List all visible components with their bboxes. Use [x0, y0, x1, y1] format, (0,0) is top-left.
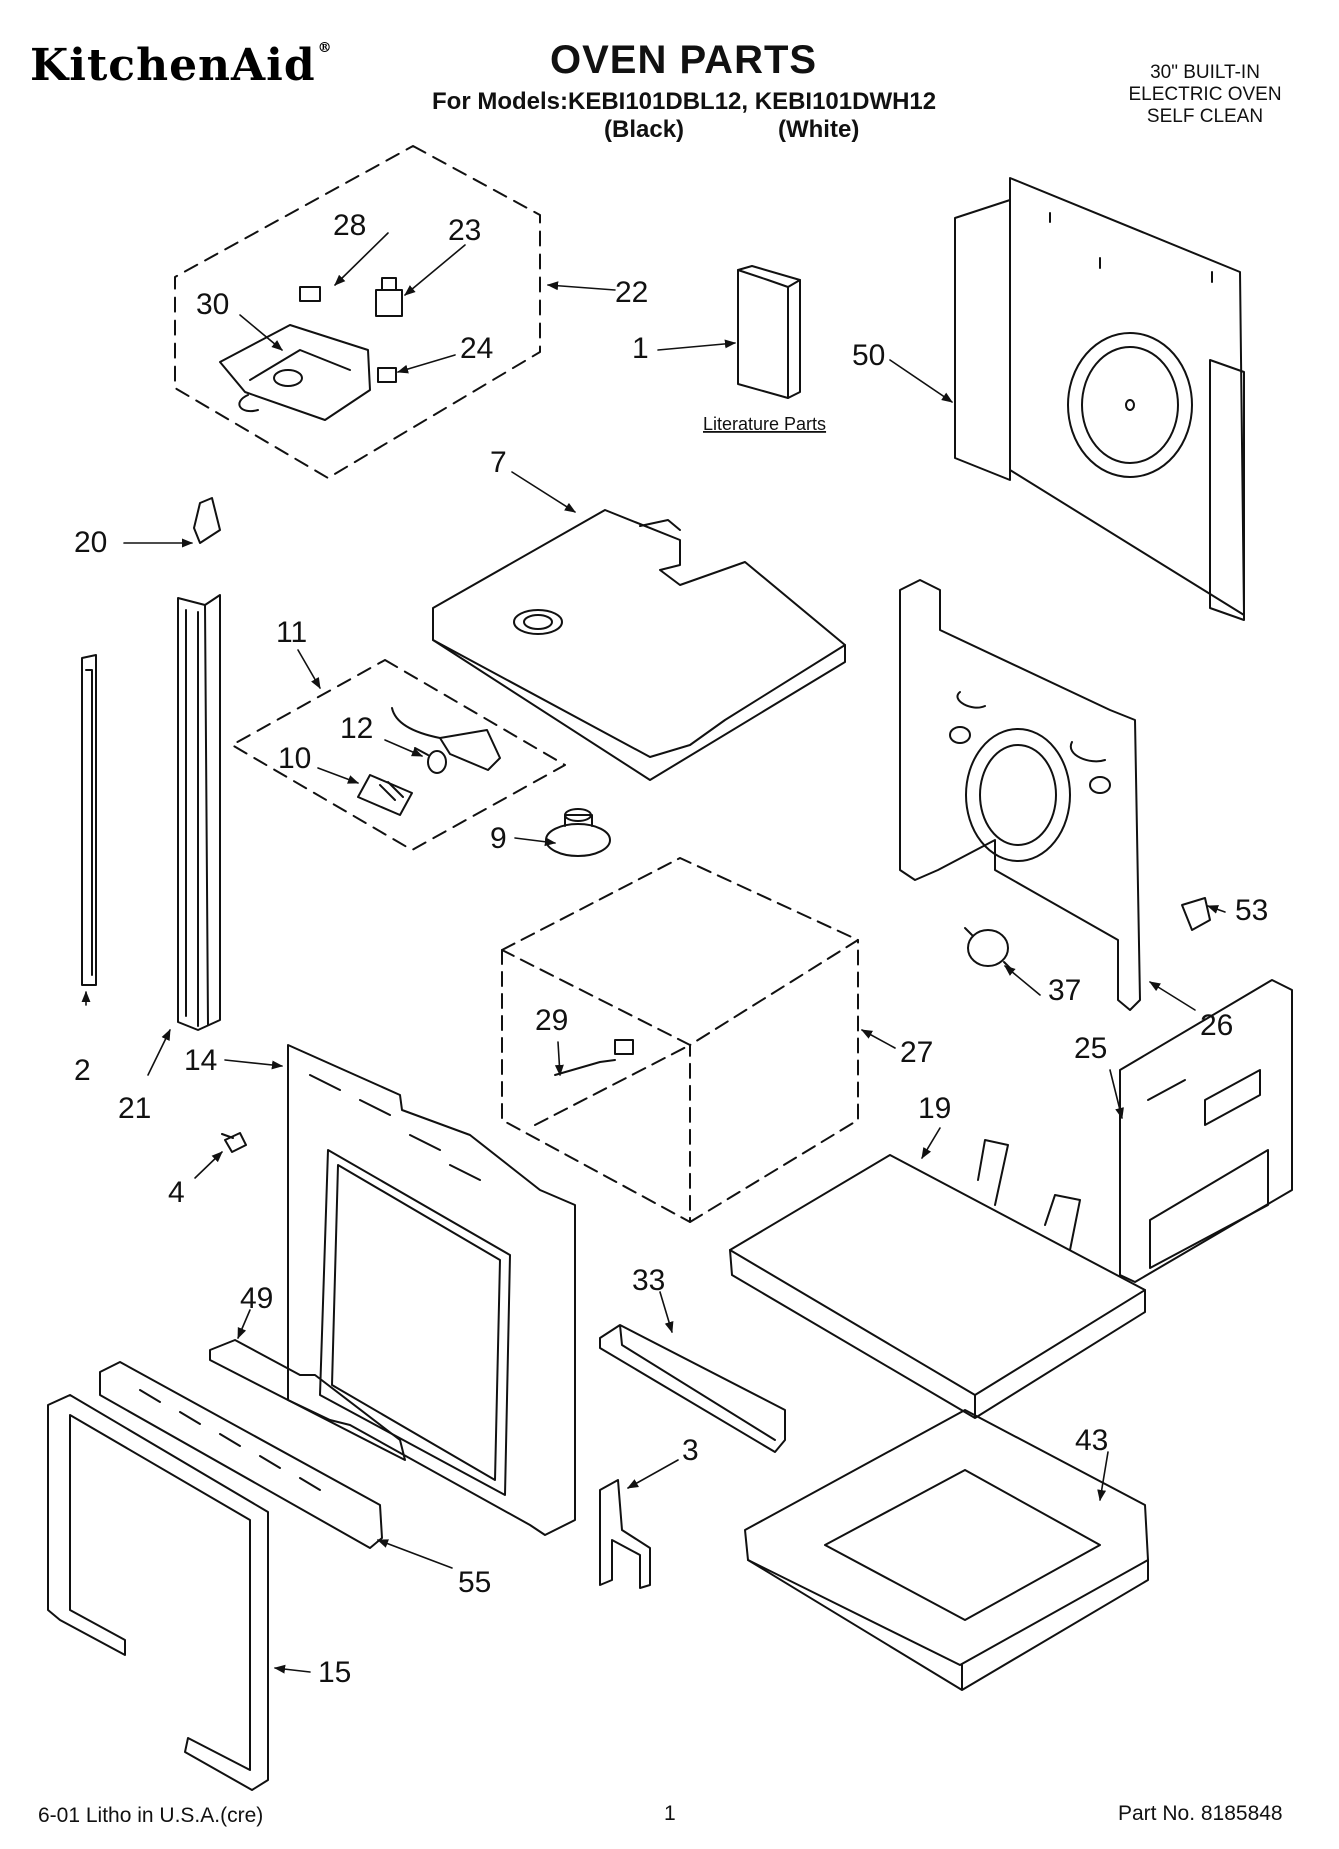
part-20-cap: [193, 497, 221, 544]
part-30-bracket: [219, 324, 371, 421]
part-3-bracket: [599, 1479, 651, 1589]
part-29-element: [554, 1039, 634, 1076]
part-21-side-rail: [177, 594, 221, 1031]
footer-page-number: 1: [664, 1802, 676, 1825]
color-black-label: (Black): [604, 116, 685, 143]
part-2-trim: [81, 654, 97, 986]
part-37-thermostat: [964, 927, 1013, 971]
callout-22: 22: [615, 276, 648, 309]
part-23-thermostat: [375, 277, 403, 317]
part-12-bulb: [414, 747, 447, 774]
callout-4: 4: [168, 1176, 185, 1209]
callout-21: 21: [118, 1092, 151, 1125]
light-housing: [439, 729, 501, 771]
part-25-side-panel: [1119, 979, 1293, 1283]
callout-55: 55: [458, 1566, 491, 1599]
callout-12: 12: [340, 712, 373, 745]
callout-2: 2: [74, 1054, 91, 1087]
oven-spec: 30" BUILT-IN ELECTRIC OVEN SELF CLEAN: [1100, 62, 1310, 128]
callout-9: 9: [490, 822, 507, 855]
part-33-rail: [599, 1324, 786, 1453]
part-14-front-frame: [287, 1044, 576, 1536]
part-53-clip: [1181, 897, 1211, 931]
part-19-bottom-shelf: [729, 1139, 1146, 1419]
callout-19: 19: [918, 1092, 951, 1125]
part-43-bottom-tray: [744, 1409, 1149, 1691]
part-9-fan-motor: [545, 808, 611, 857]
part-49-trim: [209, 1339, 406, 1461]
part-55-vent-strip: [99, 1361, 383, 1549]
callout-15: 15: [318, 1656, 351, 1689]
callout-23: 23: [448, 214, 481, 247]
color-white-label: (White): [778, 116, 860, 143]
part-27-oven-cavity: [501, 857, 859, 1223]
part-7-top-panel: [432, 509, 846, 781]
callout-30: 30: [196, 288, 229, 321]
callout-37: 37: [1048, 974, 1081, 1007]
registered-mark: ®: [317, 40, 333, 56]
callout-49: 49: [240, 1282, 273, 1315]
part-24-connector: [377, 367, 397, 383]
callout-14: 14: [184, 1044, 217, 1077]
callout-29: 29: [535, 1004, 568, 1037]
footer-part-number: Part No. 8185848: [1118, 1802, 1283, 1825]
brand-name: KitchenAid: [30, 40, 316, 91]
part-1-literature: [737, 265, 801, 399]
part-4-screw: [221, 1132, 247, 1153]
callout-1: 1: [632, 332, 649, 365]
brand-logo: KitchenAid®: [30, 40, 333, 91]
callout-numbers: 1 2 3 4 7 9 10 11 12 14 15 19 20 21 22 2…: [74, 209, 1268, 1689]
spec-line: SELF CLEAN: [1146, 106, 1264, 127]
part-50-rear-panel: [954, 177, 1245, 621]
page-title: OVEN PARTS: [550, 38, 818, 82]
callout-25: 25: [1074, 1032, 1107, 1065]
part-22-control-group: [174, 145, 541, 479]
callout-28: 28: [333, 209, 366, 242]
callout-10: 10: [278, 742, 311, 775]
callout-27: 27: [900, 1036, 933, 1069]
callout-50: 50: [852, 339, 885, 372]
models-line: For Models:KEBI101DBL12, KEBI101DWH12: [432, 88, 937, 115]
callout-24: 24: [460, 332, 493, 365]
callout-26: 26: [1200, 1009, 1233, 1042]
part-10-lens: [357, 774, 413, 816]
part-28-switch: [299, 286, 321, 302]
light-wire: [391, 707, 441, 739]
spec-line: 30" BUILT-IN: [1150, 62, 1260, 83]
callout-33: 33: [632, 1264, 665, 1297]
callout-7: 7: [490, 446, 507, 479]
footer-litho: 6-01 Litho in U.S.A.(cre): [38, 1804, 264, 1827]
part-15-door-gasket: [47, 1394, 269, 1791]
callout-11: 11: [276, 616, 307, 649]
leader-lines: [81, 232, 1226, 1674]
callout-43: 43: [1075, 1424, 1108, 1457]
spec-line: ELECTRIC OVEN: [1128, 84, 1282, 105]
part-26-rear-wall: [899, 579, 1141, 1011]
callout-3: 3: [682, 1434, 699, 1467]
callout-53: 53: [1235, 894, 1268, 927]
literature-parts-label: Literature Parts: [703, 414, 826, 434]
callout-20: 20: [74, 526, 107, 559]
